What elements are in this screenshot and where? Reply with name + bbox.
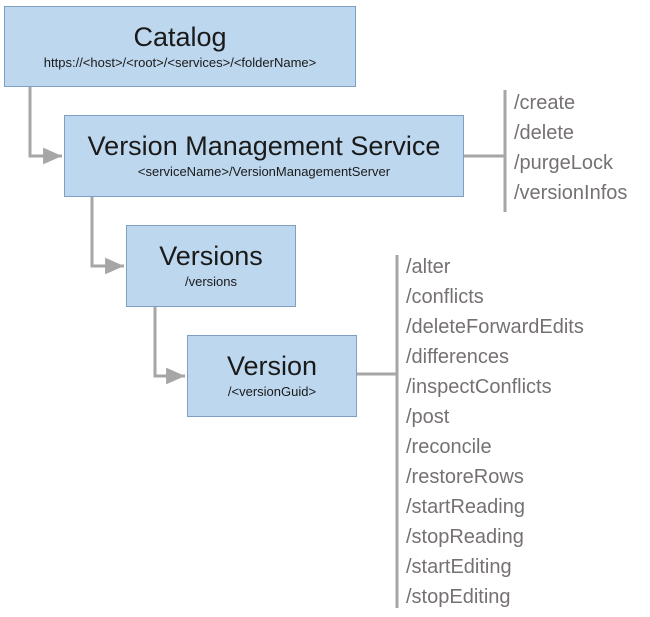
versions-path: /versions	[184, 274, 238, 289]
operation-item[interactable]: /deleteForwardEdits	[406, 316, 584, 338]
operation-item[interactable]: /conflicts	[406, 286, 484, 308]
catalog-title: Catalog	[133, 21, 227, 52]
version-operations-list: /alter /conflicts /deleteForwardEdits /d…	[406, 252, 584, 612]
operation-item[interactable]: /inspectConflicts	[406, 376, 552, 398]
version-management-service-path: <serviceName>/VersionManagementServer	[137, 164, 391, 179]
versions-box[interactable]: Versions /versions	[126, 225, 296, 307]
version-management-service-box[interactable]: Version Management Service <serviceName>…	[64, 115, 464, 197]
version-guid-path: /<versionGuid>	[227, 384, 317, 399]
version-management-service-title: Version Management Service	[87, 131, 441, 161]
operation-item[interactable]: /alter	[406, 256, 451, 278]
version-title: Version	[226, 351, 318, 381]
operation-item[interactable]: /stopReading	[406, 526, 524, 548]
connector-versions-to-version	[153, 307, 185, 385]
operation-item[interactable]: /startEditing	[406, 556, 512, 578]
connector-catalog-to-service	[28, 87, 62, 165]
operation-item[interactable]: /restoreRows	[406, 466, 524, 488]
operation-item[interactable]: /create	[514, 92, 576, 114]
catalog-url: https://<host>/<root>/<services>/<folder…	[43, 54, 317, 70]
service-operations-list: /create /delete /purgeLock /versionInfos	[514, 88, 627, 208]
version-operations-bracket	[357, 255, 399, 608]
operation-item[interactable]: /versionInfos	[514, 182, 628, 204]
versions-title: Versions	[159, 241, 263, 271]
connector-service-to-versions	[90, 197, 124, 275]
operation-item[interactable]: /delete	[514, 122, 575, 144]
service-operations-bracket	[464, 90, 507, 212]
version-box[interactable]: Version /<versionGuid>	[187, 335, 357, 417]
catalog-box[interactable]: Catalog https://<host>/<root>/<services>…	[4, 6, 356, 87]
operation-item[interactable]: /purgeLock	[514, 152, 613, 174]
operation-item[interactable]: /reconcile	[406, 436, 492, 458]
operation-item[interactable]: /post	[406, 406, 450, 428]
operation-item[interactable]: /differences	[406, 346, 510, 368]
operation-item[interactable]: /startReading	[406, 496, 525, 518]
operation-item[interactable]: /stopEditing	[406, 586, 511, 608]
